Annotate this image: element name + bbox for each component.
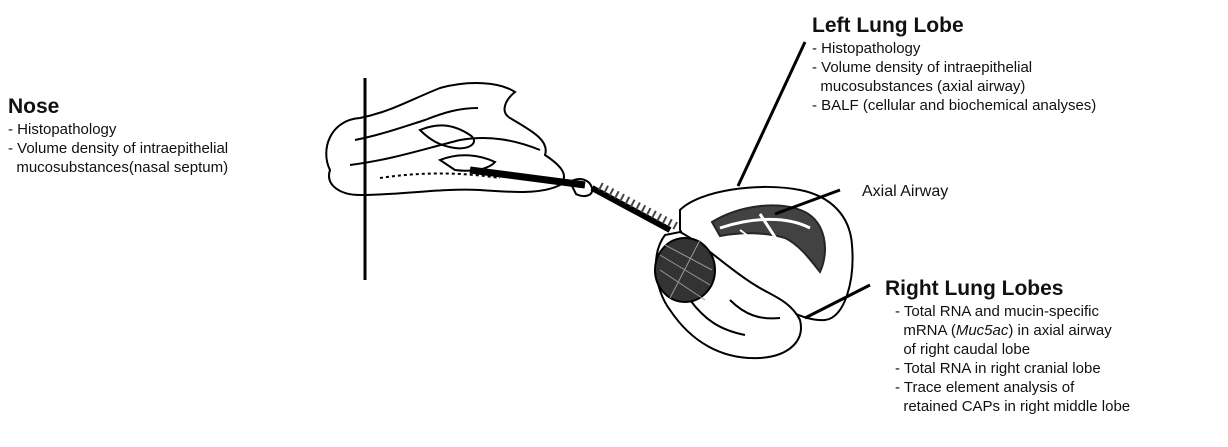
left-lung-leader-line bbox=[738, 42, 805, 186]
left-lung-annotation: Left Lung Lobe - Histopathology - Volume… bbox=[812, 13, 1096, 115]
nose-list: - Histopathology - Volume density of int… bbox=[8, 120, 228, 177]
left-lung-list: - Histopathology - Volume density of int… bbox=[812, 39, 1096, 115]
right-lung-list: - Total RNA and mucin-specific mRNA (Muc… bbox=[895, 302, 1130, 416]
nose-item-2: mucosubstances(nasal septum) bbox=[8, 158, 228, 177]
nose-heading: Nose bbox=[8, 94, 228, 120]
right-lung-item-0: - Total RNA and mucin-specific bbox=[895, 302, 1130, 321]
right-lung-item-4: - Trace element analysis of bbox=[895, 378, 1130, 397]
right-lung-item-5: retained CAPs in right middle lobe bbox=[895, 397, 1130, 416]
left-lung-item-2: mucosubstances (axial airway) bbox=[812, 77, 1096, 96]
nose-annotation: Nose - Histopathology - Volume density o… bbox=[8, 94, 228, 177]
nose-item-1: - Volume density of intraepithelial bbox=[8, 139, 228, 158]
axial-airway-label: Axial Airway bbox=[862, 183, 948, 201]
trachea-illustration bbox=[570, 179, 676, 230]
right-lung-annotation: Right Lung Lobes - Total RNA and mucin-s… bbox=[885, 276, 1130, 416]
left-lung-item-0: - Histopathology bbox=[812, 39, 1096, 58]
right-lung-heading: Right Lung Lobes bbox=[885, 276, 1130, 302]
left-lung-item-3: - BALF (cellular and biochemical analyse… bbox=[812, 96, 1096, 115]
right-lung-item-3: - Total RNA in right cranial lobe bbox=[895, 359, 1130, 378]
right-lung-item-2: of right caudal lobe bbox=[895, 340, 1130, 359]
left-lung-item-1: - Volume density of intraepithelial bbox=[812, 58, 1096, 77]
left-lung-heading: Left Lung Lobe bbox=[812, 13, 1096, 39]
right-lung-item-1-post: ) in axial airway bbox=[1008, 322, 1111, 339]
lungs-illustration bbox=[655, 187, 853, 358]
nose-item-0: - Histopathology bbox=[8, 120, 228, 139]
right-lung-item-1: mRNA (Muc5ac) in axial airway bbox=[895, 321, 1130, 340]
right-lung-item-1-pre: mRNA ( bbox=[895, 322, 956, 339]
muc5ac-gene-name: Muc5ac bbox=[956, 322, 1009, 339]
